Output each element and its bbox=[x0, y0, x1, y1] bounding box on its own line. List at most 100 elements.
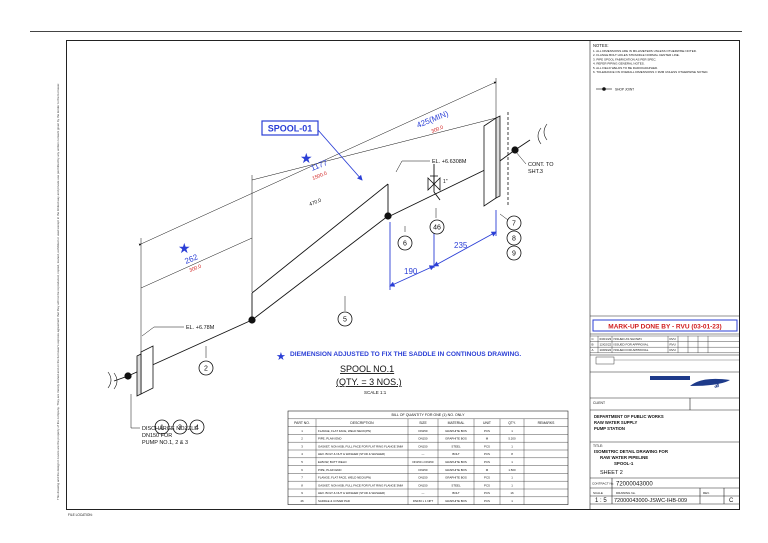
bom-cell: 1 bbox=[511, 476, 513, 480]
bom-cell: PCS bbox=[484, 460, 490, 464]
bom-cell: 8 bbox=[301, 483, 303, 487]
revision-cell: B bbox=[592, 343, 594, 347]
bom-cell: PCS bbox=[484, 476, 490, 480]
title-block bbox=[589, 40, 740, 510]
bom-cell: DN150 bbox=[419, 483, 428, 487]
bom-cell: — bbox=[422, 452, 425, 456]
bom-header: SIZE bbox=[419, 421, 427, 425]
bom-cell: DN150 bbox=[419, 429, 428, 433]
rev-label: REV. bbox=[703, 491, 710, 495]
bom-cell: PCS bbox=[484, 483, 490, 487]
revision-cell: ISSUED AS SHOWN bbox=[614, 337, 642, 341]
title-scale: 1 : 5 bbox=[595, 498, 607, 504]
bom-cell: 1 bbox=[301, 429, 303, 433]
notes-title: NOTES: bbox=[593, 43, 609, 48]
bom-cell: PCS bbox=[484, 499, 490, 503]
bom-cell: 46 bbox=[300, 499, 304, 503]
bom-cell: DN150 bbox=[419, 476, 428, 480]
scale-label: SCALE bbox=[593, 491, 603, 495]
bom-cell: — bbox=[422, 491, 425, 495]
bom-cell: 1 bbox=[511, 429, 513, 433]
bom-cell: GRAPHITE BOS bbox=[445, 460, 467, 464]
bom-cell: 9 bbox=[301, 491, 303, 495]
continuation-note: CONT. TO SHT.3 bbox=[528, 162, 555, 175]
balloon-8: 8 bbox=[506, 230, 522, 246]
bom-cell: 1 bbox=[511, 460, 513, 464]
bom-cell: DN150 bbox=[419, 437, 428, 441]
markup-dims bbox=[317, 129, 497, 290]
balloon-5: 5 bbox=[337, 311, 353, 327]
bom-cell: PCS bbox=[484, 491, 490, 495]
bom-cell: FLANGE, FLAT FACE, WELD NECK(PN) bbox=[318, 476, 371, 480]
bom-header: MATERIAL bbox=[448, 421, 465, 425]
bom-cell: PIPE, PLAIN END bbox=[318, 468, 341, 472]
spool-qty: (QTY. = 3 NOS.) bbox=[336, 377, 402, 387]
revision-cell: 12/02/22 bbox=[600, 343, 612, 347]
bom-cell: 1 bbox=[511, 444, 513, 448]
balloon-46: 46 bbox=[429, 219, 445, 235]
bom-header: REMARKS bbox=[538, 421, 556, 425]
elevation-top: EL. +6.6308M bbox=[432, 159, 467, 165]
contract-label: CONTRACT No. bbox=[592, 482, 614, 486]
department: DEPARTMENT OF PUBLIC WORKS RAW WATER SUP… bbox=[594, 414, 665, 431]
svg-text:★: ★ bbox=[276, 351, 286, 363]
bom-cell: 4 bbox=[301, 452, 303, 456]
bom-cell: ELBOW, BUTT WELD bbox=[318, 460, 347, 464]
bom-cell: PCS bbox=[484, 444, 490, 448]
flange-right bbox=[483, 112, 509, 207]
revision-cell: ISSUED FOR APPROVAL bbox=[614, 343, 649, 347]
bom-cell: BOLT bbox=[452, 491, 460, 495]
dim-425: 425(MIN) bbox=[415, 109, 450, 130]
drawing-number: 72000043000-JSWC-IHB-009 bbox=[614, 498, 687, 504]
leader-lines bbox=[130, 151, 527, 429]
svg-text:3: 3 bbox=[178, 425, 182, 432]
svg-text:2: 2 bbox=[204, 366, 208, 373]
drawing-no-label: DRAWING No. bbox=[616, 491, 636, 495]
bom-cell: 5 bbox=[301, 460, 303, 464]
dim-470: 470.0 bbox=[309, 198, 323, 208]
svg-text:7: 7 bbox=[512, 221, 516, 228]
bom-cell: 3 bbox=[301, 444, 303, 448]
bom-cell: GRAPHITE BOS bbox=[445, 468, 467, 472]
revision-cell: A bbox=[592, 348, 594, 352]
dimension-remark: DIEMENSION ADJUSTED TO FIX THE SADDLE IN… bbox=[290, 351, 521, 358]
bom-cell: GRAPHITE BOS bbox=[445, 437, 467, 441]
bom-cell: 6 bbox=[301, 468, 303, 472]
dim-425-red: 300.0 bbox=[431, 125, 445, 135]
markup-box bbox=[592, 319, 738, 332]
flange-left bbox=[136, 345, 154, 397]
note-line: 3. PIPE SPOOL FABRICATION AS PER SPEC. bbox=[593, 57, 657, 61]
bom-cell: GASKET, NON ASB, FULL FACE FOR FLAT RING… bbox=[318, 444, 404, 448]
bill-of-quantity: BILL OF QUANTITY FOR ONE (1) NO. ONLYPAR… bbox=[287, 410, 569, 505]
balloon-6: 6 bbox=[397, 235, 413, 251]
balloon-2: 2 bbox=[198, 360, 214, 376]
discharge-note: DISCHARGE NOZZLE DN150 FOR PUMP NO.1, 2 … bbox=[142, 426, 199, 446]
bom-cell: 2 bbox=[301, 437, 303, 441]
valve-angle: 1" bbox=[443, 179, 448, 185]
revision-cell: 10/09/22 bbox=[600, 348, 612, 352]
footer-file-location: FILE LOCATION: bbox=[68, 513, 93, 517]
bom-cell: 1 bbox=[511, 499, 513, 503]
revision-cell: 03/01/23 bbox=[600, 337, 612, 341]
bom-cell: DN150 x 1 NPT bbox=[413, 499, 433, 503]
bom-header: DESCRIPTION bbox=[350, 421, 374, 425]
bom-cell: PCS bbox=[484, 429, 490, 433]
svg-text:1: 1 bbox=[160, 425, 164, 432]
contract-no: 72000043000 bbox=[616, 482, 653, 488]
markup-text: MARK-UP DONE BY - RVU (03-01-23) bbox=[608, 324, 721, 331]
bom-cell: DN150 bbox=[419, 468, 428, 472]
note-line: 6. TOLERANCE ON OVERALL DIMENSIONS ± 3MM… bbox=[593, 70, 708, 74]
bom-title: BILL OF QUANTITY FOR ONE (1) NO. ONLY bbox=[391, 413, 465, 417]
bom-cell: 16 bbox=[510, 491, 514, 495]
svg-text:★: ★ bbox=[178, 240, 191, 256]
note-line: 4. REFER PIPING GENERAL NOTES. bbox=[593, 62, 645, 66]
adjusted-star-icons: ★ ★ ★ bbox=[178, 150, 313, 363]
svg-text:4: 4 bbox=[195, 425, 199, 432]
bom-cell: STEEL bbox=[451, 444, 461, 448]
sheet-border bbox=[66, 40, 740, 510]
svg-text:9: 9 bbox=[512, 251, 516, 258]
dim-190: 190 bbox=[404, 267, 418, 276]
